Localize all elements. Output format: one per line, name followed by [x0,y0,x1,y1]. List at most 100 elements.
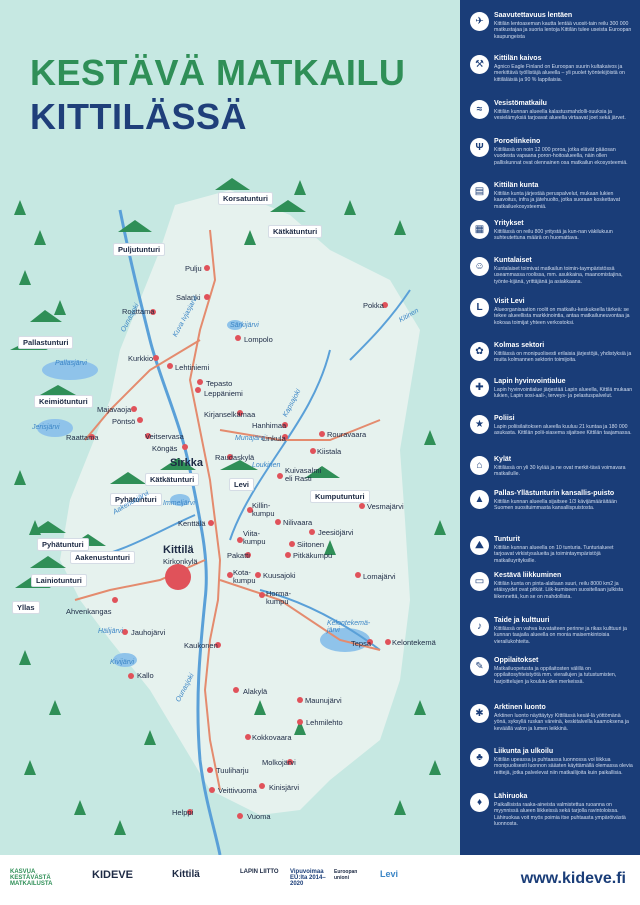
fell-korsatunturi: Korsatunturi [218,192,273,205]
river-kapsajoki [229,349,331,541]
plane-icon: ✈ [470,12,489,31]
legend-item-title: Lähiruoka [494,793,528,800]
place-kokkovaara: Kokkovaara [252,733,292,742]
water-munajarvi: Munajärvi [235,435,266,442]
river-east [259,589,381,651]
place-lompolo: Lompolo [244,335,273,344]
water-kivijarvi: Kivijärvi [110,659,135,666]
legend-item-title: Kittilän kunta [494,182,539,189]
place-jeesiojarvi: Jeesiöjärvi [318,528,354,537]
legend-item-title: Visit Levi [494,298,525,305]
legend-item-description: Lapin poliisilaitoksen alueella kuuluu 2… [494,424,632,437]
municipality-icon: ▤ [470,182,489,201]
logo-levi: Levi [380,869,399,879]
road-south-east [219,579,381,651]
place-alakyla: Alakylä [243,687,268,696]
logo-vipuvoimaa: Vipuvoimaa EU:lta 2014–2020 [290,869,326,887]
legend-item-description: Kittilän lentoaseman kautta lentää vuosi… [494,21,632,40]
place-ahvenkangas: Ahvenkangas [66,607,112,616]
legend-item-title: Lapin hyvinvointialue [494,378,566,385]
place-nilivaara: Nilivaara [283,518,313,527]
place-kelontekema: Kelontekemä [392,638,436,647]
place-kotakumpu: Kota- kumpu [233,568,256,585]
fell-yllas: Yllas [12,601,40,614]
place-jauhojarvi: Jauhojärvi [131,628,166,637]
place-kongas: Köngäs [152,444,178,453]
place-pakatti: Pakatti [227,551,250,560]
legend-item-description: Alueorganisaation roolit on matkailu-kes… [494,307,630,326]
place-linkula: Linkula [262,434,286,443]
fell-icon: ⛰ [470,536,489,555]
fell-katkatunturi: Kätkätunturi [145,473,200,486]
snowflake-icon: ✱ [470,704,489,723]
national-park-icon: ▲ [470,490,489,509]
art-icon: ♪ [470,617,489,636]
logo-eu: Euroopan unioni [334,869,358,881]
place-kinisjarvi: Kinisjärvi [269,783,300,792]
legend-item-description: Agnico Eagle Finland on Euroopan suurin … [494,64,625,83]
footer: KASVUA KESTÄVÄSTÄ MATKAILUSTA KIDEVE Kit… [0,855,640,905]
road-north-west [84,339,201,441]
road-east [219,419,381,441]
reindeer-icon: Ψ [470,138,489,157]
water-icon: ≈ [470,100,489,119]
legend-item-title: Kestävä liikkuminen [494,572,562,579]
river-kitinen [349,289,411,361]
fell-pyhatunturi: Pyhätunturi [110,493,162,506]
legend-item-title: Kolmas sektori [494,342,545,349]
place-vuoma: Vuoma [247,812,271,821]
water-hallijarvi: Hälijärvi [98,628,123,635]
legend-item-title: Kuntalaiset [494,257,532,264]
place-helppi: Helppi [172,808,194,817]
school-icon: ✎ [470,657,489,676]
legend-item-title: Oppilaitokset [494,657,539,664]
legend-item-description: Kittilän kunta järjestää peruspalvelut, … [494,191,621,210]
fell-kumputunturi: Kumputunturi [310,490,370,503]
legend-item-description: Kittilän kunta on pinta-alaltaan suuri, … [494,581,624,600]
legend-item-title: Vesistömatkailu [494,100,547,107]
place-kiistala: Kiistala [317,447,342,456]
place-dots [89,265,391,819]
place-leppaniemi: Leppäniemi [204,389,243,398]
hiking-icon: ♣ [470,748,489,767]
legend-item-description: Kittilän kunnan alueella on 10 tunturia.… [494,545,614,564]
place-sirkka: Sirkka [170,457,204,469]
business-icon: ▦ [470,220,489,239]
water-immeljarvi: Immeljärvi [163,500,195,507]
place-molkojarvi: Molkojärvi [262,758,296,767]
place-veitservasa: Veitservasa [145,432,184,441]
river-ounasjoki [118,209,222,855]
legend-item-title: Liikunta ja ulkoilu [494,748,554,755]
water-pallasjarvi: Pallasjärvi [55,360,87,367]
place-kenttala: Kenttälä [178,519,206,528]
legend-item-description: Kittilässä on noin 12 000 poroa, jotka e… [494,147,628,166]
tourism-map: KESTÄVÄ MATKAILU KITTILÄSSÄ Korsatunturi… [0,0,460,855]
legend-item-title: Saavutettavuus lentäen [494,12,573,19]
legend-item-title: Kittilän kaivos [494,55,542,62]
fell-aakenustunturi: Aakenustunturi [70,551,136,564]
legend-item-description: Kittilässä on reilu 800 yritystä ja kun-… [494,229,613,242]
visit-levi-icon: L [470,298,489,317]
kideve-website-link[interactable]: www.kideve.fi [520,870,626,887]
place-pontso: Pöntsö [112,417,136,426]
fell-lainiotunturi: Lainiotunturi [31,574,87,587]
lake-immeljarvi [170,494,190,506]
fell-levi: Levi [229,478,255,491]
bus-icon: ▭ [470,572,489,591]
place-veittivuoma: Veittivuoma [218,786,257,795]
place-lomajarvi: Lomajärvi [363,572,396,581]
map-base [10,178,446,855]
legend-item-title: Tunturit [494,536,520,543]
legend-item-title: Taide ja kulttuuri [494,617,550,624]
fell-keimiotunturi: Keimiötunturi [34,395,93,408]
water-sarkijarvi: Särkijärvi [230,322,259,329]
legend-item-description: Kittilän kunnan alueella kalastusmahdoll… [494,109,626,122]
local-food-icon: ♦ [470,793,489,812]
fell-puljutunturi: Pulju­tunturi [113,243,166,256]
place-hormakumpu: Horma- kumpu [266,589,292,606]
place-kulvasalmi: Kuivasalmi eli Rasti [285,466,322,483]
place-pitkakumpu: Pitkäkumpu [293,551,333,560]
place-kirjanselkamaa: Kirjanselkämaa [204,410,256,419]
place-roattama: Roattama [122,307,155,316]
place-viitakumpu: Viita- kumpu [243,529,266,546]
